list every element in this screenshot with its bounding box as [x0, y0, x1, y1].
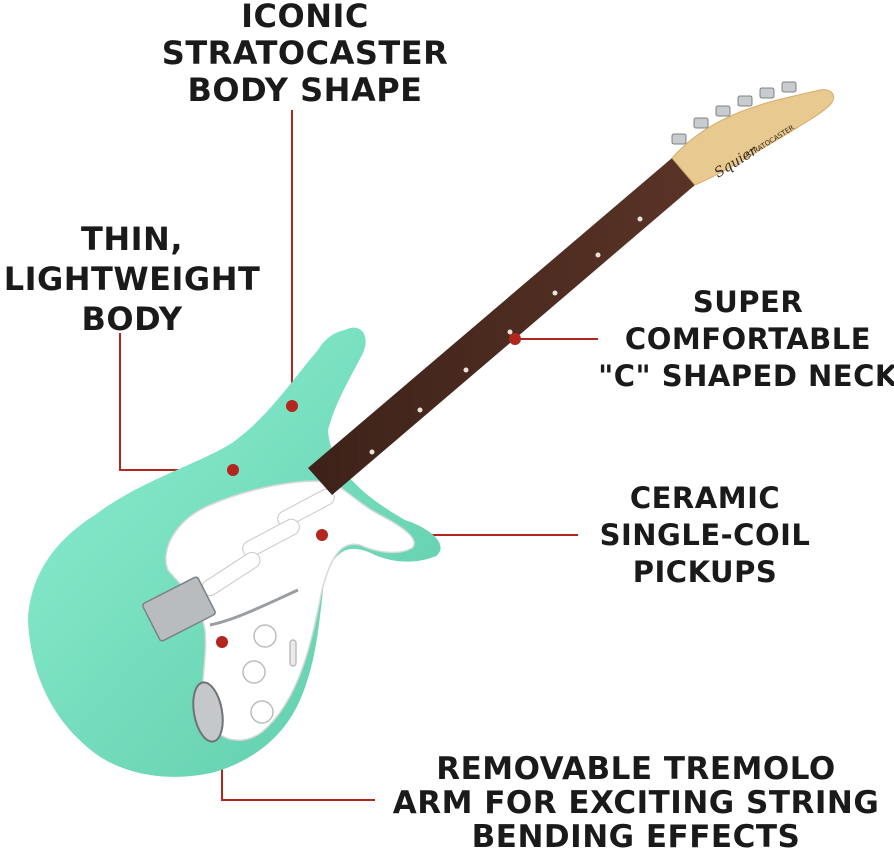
dot-body-shape: [286, 400, 298, 412]
callout-line: BODY: [81, 300, 183, 338]
dot-thin-body: [227, 464, 239, 476]
callout-pickups: CERAMIC SINGLE-COIL PICKUPS: [580, 484, 830, 595]
output-jack: [192, 681, 224, 743]
callout-neck: SUPER COMFORTABLE "C" SHAPED NECK: [598, 288, 894, 399]
callout-line: BENDING EFFECTS: [471, 819, 801, 855]
controls: [242, 624, 297, 724]
tone-knob-1: [242, 660, 266, 684]
callout-line: COMFORTABLE: [624, 322, 872, 356]
callout-dots: [216, 333, 521, 648]
callout-line: SUPER: [692, 285, 804, 319]
fretboard-inlays: [369, 216, 643, 455]
tremolo-bridge: [142, 576, 216, 642]
callout-line: ARM FOR EXCITING STRING: [392, 785, 880, 821]
dot-tremolo: [216, 636, 228, 648]
volume-knob: [253, 624, 277, 648]
pickup-switch: [289, 639, 297, 667]
tone-knob-2: [250, 700, 274, 724]
tremolo-arm: [209, 588, 299, 627]
callout-line: PICKUPS: [632, 555, 778, 589]
pickup-middle: [242, 518, 300, 558]
fretboard: [308, 158, 695, 495]
headstock: [671, 89, 835, 186]
callout-body-shape: ICONIC STRATOCASTER BODY SHAPE: [160, 0, 450, 111]
dot-pickups: [316, 529, 328, 541]
callout-tremolo: REMOVABLE TREMOLO ARM FOR EXCITING STRIN…: [378, 754, 894, 856]
line-thin-body: [119, 333, 232, 471]
tuning-pegs: [671, 81, 797, 145]
callout-line: REMOVABLE TREMOLO: [436, 751, 836, 787]
dot-neck: [509, 333, 521, 345]
callout-line: ICONIC: [241, 0, 369, 35]
callout-line: BODY SHAPE: [187, 71, 423, 109]
callout-line: CERAMIC: [629, 481, 781, 515]
callout-line: STRATOCASTER: [161, 34, 449, 72]
callout-line: THIN,: [81, 220, 183, 258]
callout-line: SINGLE-COIL: [599, 518, 811, 552]
callout-thin-body: THIN, LIGHTWEIGHT BODY: [0, 223, 264, 343]
callout-line: "C" SHAPED NECK: [598, 359, 894, 393]
callout-line: LIGHTWEIGHT: [3, 260, 261, 298]
